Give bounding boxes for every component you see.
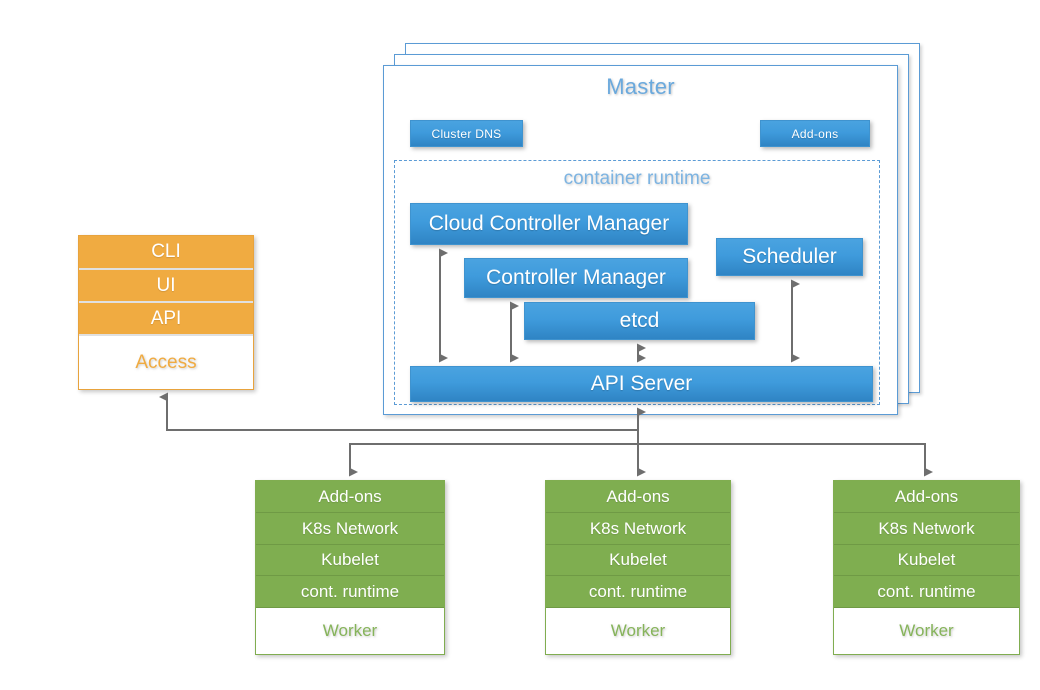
worker-3-footer: Worker [834, 608, 1019, 654]
cluster-dns-box[interactable]: Cluster DNS [410, 120, 523, 147]
master-addons-box[interactable]: Add-ons [760, 120, 870, 147]
worker-3-row-kubelet[interactable]: Kubelet [834, 545, 1019, 576]
worker-3-row-addons[interactable]: Add-ons [834, 481, 1019, 513]
access-footer-label: Access [135, 351, 197, 373]
api-server-label: API Server [590, 372, 693, 395]
access-footer: Access [79, 336, 253, 389]
worker-1-footer-label: Worker [322, 621, 378, 640]
worker-2-row-addons[interactable]: Add-ons [546, 481, 730, 513]
worker-1-row-kubelet[interactable]: Kubelet [256, 545, 444, 576]
worker-1-footer: Worker [256, 608, 444, 654]
etcd-label: etcd [619, 309, 660, 332]
access-row-ui[interactable]: UI [79, 270, 253, 303]
api-server-box[interactable]: API Server [410, 366, 873, 402]
cloud-controller-manager-label: Cloud Controller Manager [428, 212, 670, 235]
worker-3-footer-label: Worker [899, 621, 954, 640]
access-row-cli[interactable]: CLI [79, 236, 253, 270]
branch-to-worker-1 [349, 443, 638, 477]
controller-manager-box[interactable]: Controller Manager [464, 258, 688, 298]
worker-2-row-k8s-network[interactable]: K8s Network [546, 513, 730, 545]
cluster-dns-label: Cluster DNS [431, 126, 502, 141]
cloud-controller-manager-box[interactable]: Cloud Controller Manager [410, 203, 688, 245]
worker-1-row-kubelet-label: Kubelet [321, 550, 379, 569]
worker-3-row-k8s-network[interactable]: K8s Network [834, 513, 1019, 545]
worker-1-row-addons[interactable]: Add-ons [256, 481, 444, 513]
master-addons-label: Add-ons [791, 126, 839, 141]
worker-2-footer: Worker [546, 608, 730, 654]
access-row-ui-label: UI [156, 274, 176, 296]
controller-manager-label: Controller Manager [486, 266, 666, 289]
access-row-cli-label: CLI [151, 241, 181, 262]
scheduler-box[interactable]: Scheduler [716, 238, 863, 276]
worker-3-row-k8s-network-label: K8s Network [878, 518, 975, 538]
branch-to-worker-3 [638, 443, 933, 477]
worker-2-row-kubelet-label: Kubelet [609, 550, 667, 569]
access-row-api-label: API [150, 307, 182, 329]
worker-2-row-k8s-network-label: K8s Network [589, 518, 687, 538]
worker-1-row-cont-runtime[interactable]: cont. runtime [256, 576, 444, 608]
worker-3-row-cont-runtime[interactable]: cont. runtime [834, 576, 1019, 608]
worker-node-2: Add-ons K8s Network Kubelet cont. runtim… [545, 480, 731, 655]
worker-1-row-cont-runtime-label: cont. runtime [300, 581, 400, 601]
worker-3-row-cont-runtime-label: cont. runtime [877, 581, 976, 601]
master-title: Master [606, 74, 675, 99]
worker-node-1: Add-ons K8s Network Kubelet cont. runtim… [255, 480, 445, 655]
worker-3-row-kubelet-label: Kubelet [897, 550, 956, 569]
worker-3-row-addons-label: Add-ons [894, 486, 959, 506]
worker-2-row-cont-runtime[interactable]: cont. runtime [546, 576, 730, 608]
worker-1-row-addons-label: Add-ons [318, 486, 382, 506]
scheduler-label: Scheduler [742, 245, 837, 268]
worker-2-row-addons-label: Add-ons [606, 486, 670, 506]
worker-2-row-kubelet[interactable]: Kubelet [546, 545, 730, 576]
worker-1-row-k8s-network[interactable]: K8s Network [256, 513, 444, 545]
worker-node-3: Add-ons K8s Network Kubelet cont. runtim… [833, 480, 1020, 655]
etcd-box[interactable]: etcd [524, 302, 755, 340]
worker-1-row-k8s-network-label: K8s Network [301, 518, 399, 538]
container-runtime-title: container runtime [563, 168, 711, 189]
access-panel: CLI UI API Access [78, 235, 254, 390]
worker-2-footer-label: Worker [610, 621, 666, 640]
access-row-api[interactable]: API [79, 303, 253, 336]
worker-2-row-cont-runtime-label: cont. runtime [588, 581, 688, 601]
